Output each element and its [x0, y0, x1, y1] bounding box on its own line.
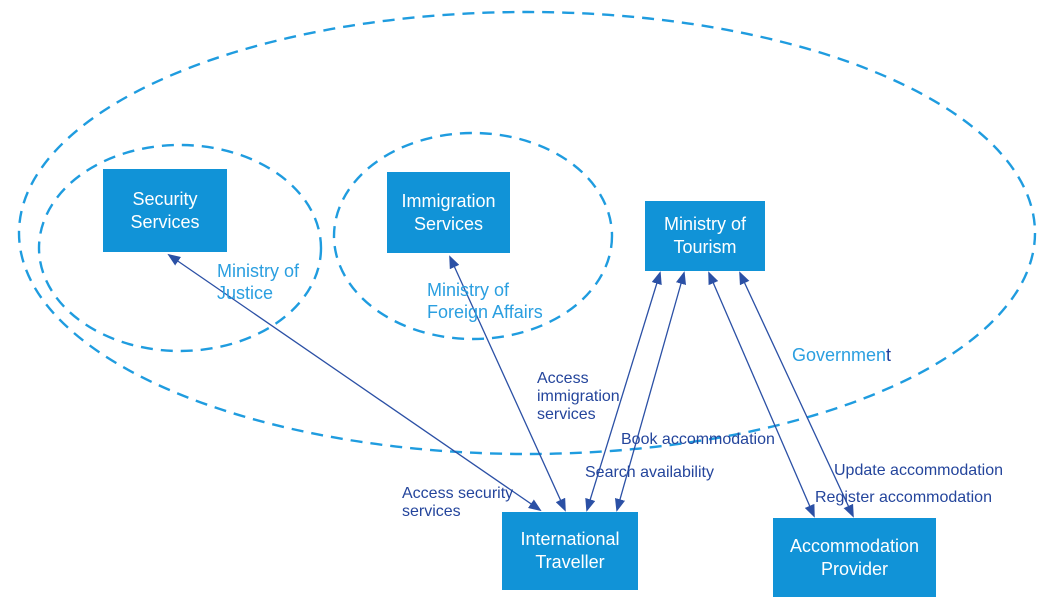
security-services-node[interactable]: Security Services — [103, 169, 227, 252]
ministry-of-justice-boundary-ellipse[interactable] — [37, 143, 323, 353]
connector-book-accommodation[interactable] — [615, 271, 686, 512]
accommodation-provider-node[interactable]: Accommodation Provider — [773, 518, 936, 597]
international-traveller-node[interactable]: International Traveller — [502, 512, 638, 590]
ministry-of-foreign-affairs-label: Ministry of Foreign Affairs — [427, 280, 543, 322]
access-immigration-services-label: Access immigration services — [537, 370, 620, 423]
immigration-services-node[interactable]: Immigration Services — [387, 172, 510, 253]
connector-register-accommodation[interactable] — [708, 271, 815, 518]
search-availability-label: Search availability — [585, 464, 714, 481]
register-accommodation-label: Register accommodation — [815, 489, 992, 506]
book-accommodation-label: Book accommodation — [621, 431, 775, 448]
government-label-tail: t — [886, 345, 892, 365]
government-boundary-ellipse[interactable] — [17, 10, 1037, 456]
ministry-of-justice-label: Ministry of Justice — [217, 261, 300, 303]
access-security-services-label: Access security services — [402, 485, 514, 520]
government-label-main: Governmen — [792, 345, 887, 365]
connector-update-accommodation[interactable] — [739, 271, 854, 518]
ministry-of-tourism-node[interactable]: Ministry of Tourism — [645, 201, 765, 271]
update-accommodation-label: Update accommodation — [834, 462, 1003, 479]
connector-access-immigration-services[interactable] — [449, 255, 566, 512]
government-label: Government — [792, 344, 891, 366]
